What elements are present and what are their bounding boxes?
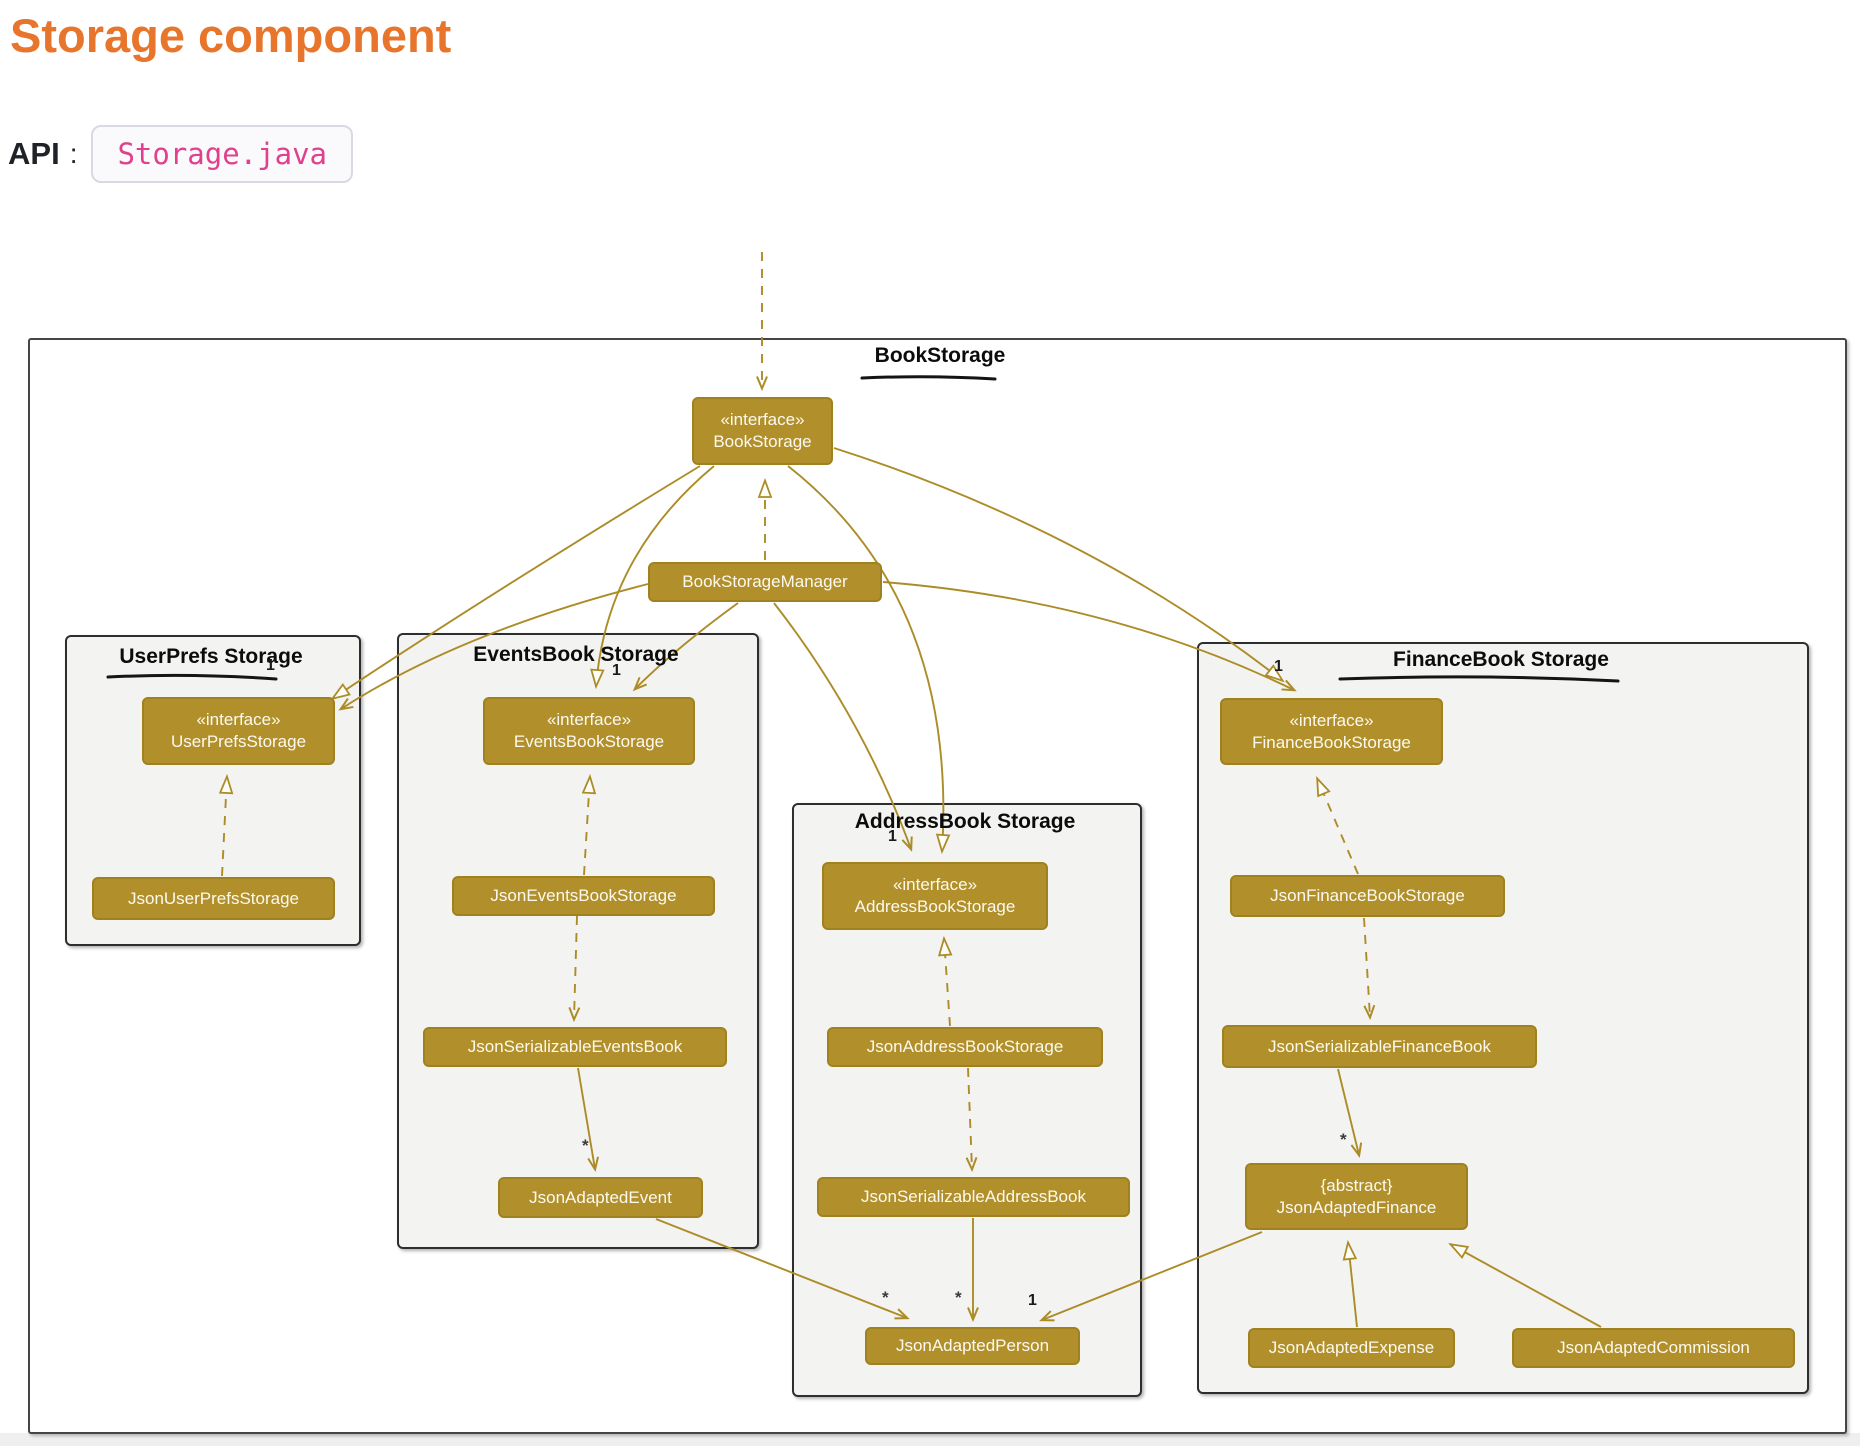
class-jsonadaptedperson: JsonAdaptedPerson — [865, 1327, 1080, 1365]
class-jsonadaptedexpense: JsonAdaptedExpense — [1248, 1328, 1455, 1368]
multiplicity-adaptedevent-many: * — [582, 1136, 589, 1155]
class-addressbookstorage-interface: «interface» AddressBookStorage — [822, 862, 1048, 930]
package-eventsbook-title: EventsBook Storage — [473, 643, 679, 666]
class-bookstorage-name: BookStorage — [713, 432, 812, 451]
class-jsonserializablefinancebook: JsonSerializableFinanceBook — [1222, 1025, 1537, 1068]
class-userprefsstorage-name: UserPrefsStorage — [170, 732, 307, 751]
class-jsonadaptedcommission: JsonAdaptedCommission — [1512, 1328, 1795, 1368]
api-row: API : Storage.java — [8, 124, 353, 184]
api-label: API — [8, 136, 60, 171]
class-bookstoragemanager-name: BookStorageManager — [682, 572, 848, 591]
class-addressbookstorage-name: AddressBookStorage — [854, 897, 1016, 916]
api-colon: : — [69, 138, 78, 169]
class-bookstorage-interface: «interface» BookStorage — [692, 397, 833, 465]
class-jsonserializableaddressbook-name: JsonSerializableAddressBook — [861, 1187, 1086, 1206]
class-userprefsstorage-stereotype: «interface» — [196, 710, 281, 729]
class-financebookstorage-name: FinanceBookStorage — [1252, 732, 1411, 752]
class-jsonadaptedexpense-name: JsonAdaptedExpense — [1268, 1338, 1435, 1357]
multiplicity-adaptedperson-mid-many: * — [955, 1288, 962, 1307]
class-jsonserializablefinancebook-name: JsonSerializableFinanceBook — [1267, 1036, 1492, 1056]
multiplicity-addressbook-one: 1 — [888, 828, 897, 845]
class-addressbookstorage-stereotype: «interface» — [892, 875, 978, 894]
class-eventsbookstorage-name: EventsBookStorage — [513, 732, 665, 751]
package-addressbook-title: AddressBook Storage — [854, 810, 1076, 833]
class-jsoneventsbookstorage: JsonEventsBookStorage — [452, 876, 715, 916]
class-eventsbookstorage-interface: «interface» EventsBookStorage — [483, 697, 695, 765]
class-jsonserializableaddressbook: JsonSerializableAddressBook — [817, 1177, 1130, 1217]
api-code-chip[interactable]: Storage.java — [91, 125, 353, 183]
bookstorage-container-label: BookStorage — [874, 344, 1006, 367]
class-jsonadaptedfinance: {abstract} JsonAdaptedFinance — [1245, 1163, 1468, 1230]
class-bookstoragemanager: BookStorageManager — [648, 562, 882, 602]
class-bookstorage-stereotype: «interface» — [720, 410, 805, 429]
class-financebookstorage-stereotype: «interface» — [1289, 710, 1374, 730]
class-jsonaddressbookstorage-name: JsonAddressBookStorage — [866, 1037, 1064, 1056]
class-jsonfinancebookstorage: JsonFinanceBookStorage — [1230, 875, 1505, 917]
multiplicity-eventsbook-one: 1 — [612, 662, 621, 679]
class-jsonaddressbookstorage: JsonAddressBookStorage — [827, 1027, 1103, 1067]
multiplicity-financebook-one: 1 — [1274, 658, 1283, 675]
class-jsonadaptedevent-name: JsonAdaptedEvent — [529, 1187, 672, 1207]
package-financebook-title: FinanceBook Storage — [1393, 648, 1609, 671]
api-code-link[interactable]: Storage.java — [117, 137, 327, 171]
class-financebookstorage-interface: «interface» FinanceBookStorage — [1220, 698, 1443, 765]
class-jsonuserprefsstorage-name: JsonUserPrefsStorage — [127, 888, 300, 908]
package-userprefs-title: UserPrefs Storage — [119, 645, 303, 668]
class-jsonadaptedperson-name: JsonAdaptedPerson — [895, 1336, 1050, 1355]
class-jsonserializableeventsbook-name: JsonSerializableEventsBook — [467, 1037, 683, 1056]
class-jsonadaptedevent: JsonAdaptedEvent — [498, 1177, 703, 1218]
multiplicity-adaptedfinance-many: * — [1340, 1130, 1347, 1149]
page-title: Storage component — [10, 9, 452, 62]
class-jsonuserprefsstorage: JsonUserPrefsStorage — [92, 877, 335, 920]
class-userprefsstorage-interface: «interface» UserPrefsStorage — [142, 697, 335, 765]
class-jsonserializableeventsbook: JsonSerializableEventsBook — [423, 1027, 727, 1067]
class-jsoneventsbookstorage-name: JsonEventsBookStorage — [490, 886, 677, 905]
class-jsonadaptedfinance-stereotype: {abstract} — [1320, 1175, 1393, 1195]
class-jsonadaptedfinance-name: JsonAdaptedFinance — [1276, 1197, 1437, 1217]
class-jsonfinancebookstorage-name: JsonFinanceBookStorage — [1270, 886, 1465, 905]
multiplicity-adaptedperson-left-many: * — [882, 1288, 889, 1307]
multiplicity-adaptedperson-one: 1 — [1028, 1292, 1037, 1309]
page-bottom-strip — [0, 1433, 1860, 1446]
multiplicity-userprefs-one: 1 — [266, 657, 275, 674]
class-jsonadaptedcommission-name: JsonAdaptedCommission — [1557, 1338, 1750, 1357]
class-eventsbookstorage-stereotype: «interface» — [546, 710, 632, 729]
